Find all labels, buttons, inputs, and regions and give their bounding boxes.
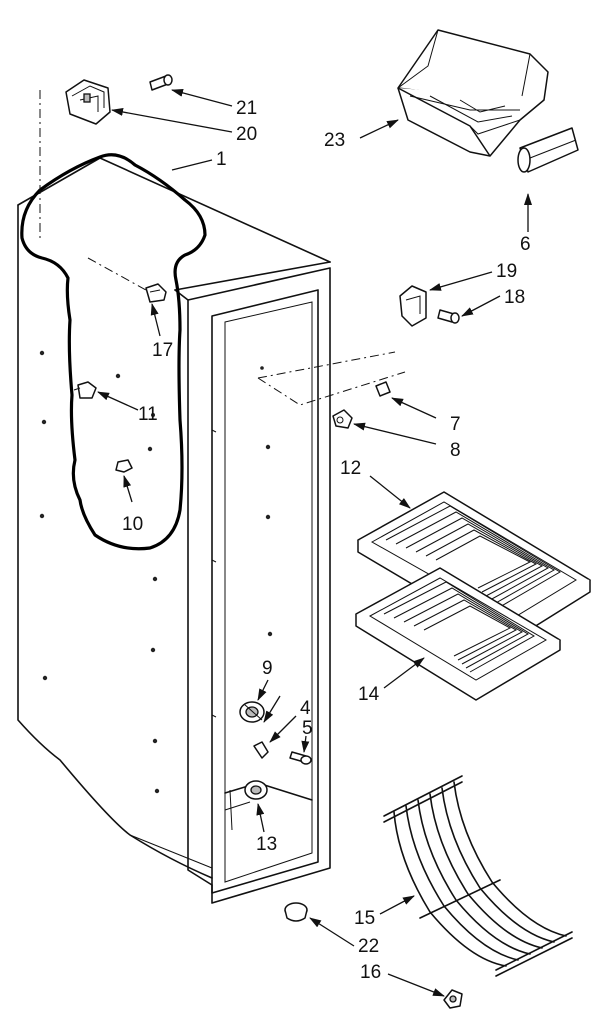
shelf-part-14 — [355, 567, 561, 701]
callout-15: 15 — [354, 908, 375, 929]
clip-part-16 — [443, 989, 463, 1009]
callout-18: 18 — [504, 287, 525, 308]
hinge-part-4 — [253, 741, 269, 759]
callout-22: 22 — [358, 936, 379, 957]
callout-10: 10 — [122, 514, 143, 535]
roller-part-13 — [244, 780, 268, 800]
callout-7: 7 — [450, 414, 461, 435]
callout-16: 16 — [360, 962, 381, 983]
callout-17: 17 — [152, 340, 173, 361]
callout-11: 11 — [138, 404, 158, 425]
callout-12: 12 — [340, 458, 361, 479]
screw-holes-left — [39, 350, 273, 794]
clip-part-17 — [145, 283, 167, 303]
callout-1: 1 — [216, 149, 227, 170]
foam-insulation-outline — [20, 153, 207, 551]
callout-5: 5 — [302, 718, 313, 739]
callout-21: 21 — [236, 98, 257, 119]
clip-part-11 — [73, 381, 97, 399]
callout-20: 20 — [236, 124, 257, 145]
roller-part-6 — [517, 127, 579, 173]
cap-part-22 — [284, 902, 308, 922]
callout-8: 8 — [450, 440, 461, 461]
clip-part-8 — [332, 409, 353, 429]
bracket-part-19 — [399, 285, 427, 327]
callout-6: 6 — [520, 234, 531, 255]
gear-part-9 — [239, 701, 265, 723]
callout-14: 14 — [358, 684, 380, 705]
screw-part-5 — [289, 751, 312, 765]
clip-part-7 — [375, 381, 391, 397]
callout-19: 19 — [496, 261, 517, 282]
ice-bin-part-23 — [397, 29, 549, 157]
callout-13: 13 — [256, 834, 277, 855]
bracket-part-20 — [65, 79, 111, 125]
screw-part-18 — [437, 309, 460, 324]
wire-basket-part-15 — [383, 775, 573, 977]
callout-9: 9 — [262, 658, 273, 679]
clip-part-10 — [115, 459, 133, 473]
leader-lines — [97, 88, 532, 997]
callout-4: 4 — [300, 698, 311, 719]
callout-23: 23 — [324, 130, 345, 151]
cabinet-liner — [17, 157, 331, 904]
screw-part-21 — [149, 74, 173, 91]
